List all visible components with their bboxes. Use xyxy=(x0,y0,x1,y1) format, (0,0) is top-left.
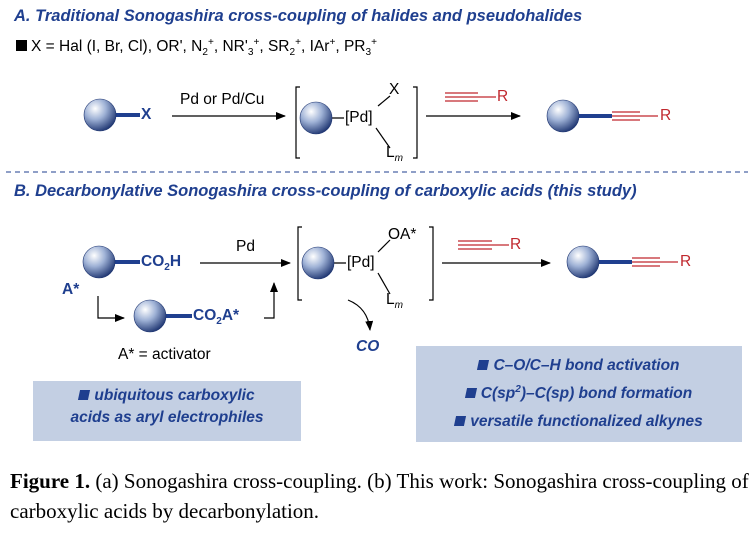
x-definition-list: X = Hal (I, Br, Cl), OR', N2+, NR'3+, SR… xyxy=(16,37,377,58)
box-right-line-2: C(sp2)–C(sp) bond formation xyxy=(416,380,742,408)
pd-arrow-label: Pd xyxy=(236,238,255,255)
r-label-a2: R xyxy=(660,107,672,124)
co-extrusion-arrow xyxy=(347,299,374,331)
activator-legend: A* = activator xyxy=(118,346,211,363)
box-right-line-1: C–O/C–H bond activation xyxy=(416,352,742,380)
activation-path xyxy=(97,296,125,322)
aryl-sphere-a2 xyxy=(299,101,333,135)
square-bullet-icon xyxy=(464,388,477,398)
arrow-a1-label: Pd or Pd/Cu xyxy=(180,91,265,108)
aryl-sphere-b4 xyxy=(566,245,600,279)
feature-box-left: ubiquitous carboxylic acids as aryl elec… xyxy=(33,381,301,441)
r-label-b1: R xyxy=(510,236,522,253)
caption-label: Figure 1. xyxy=(10,469,91,493)
square-bullet-icon xyxy=(16,40,27,51)
activator-a-star: A* xyxy=(62,281,80,298)
aryl-sphere-b3 xyxy=(301,246,335,280)
ligand-label-a: Lm xyxy=(386,144,404,165)
x-on-pd-label: X xyxy=(389,81,400,98)
bracket-right-b xyxy=(429,226,434,301)
co-byproduct-label: CO xyxy=(356,338,380,355)
aryl-sphere-b2 xyxy=(133,299,167,333)
aryl-sphere-a1 xyxy=(83,98,117,132)
r-label-a1: R xyxy=(497,88,509,105)
bracket-right-a xyxy=(413,86,418,159)
return-path xyxy=(264,282,278,319)
pd-label-b: [Pd] xyxy=(347,254,375,271)
aryl-sphere-a3 xyxy=(546,99,580,133)
caption-text: (a) Sonogashira cross-coupling. (b) This… xyxy=(10,469,749,523)
co2a-label: CO2A* xyxy=(193,307,240,328)
aryl-sphere-b1 xyxy=(82,245,116,279)
square-bullet-icon xyxy=(78,390,91,400)
figure-caption: Figure 1. (a) Sonogashira cross-coupling… xyxy=(10,466,750,526)
x-substituent-label: X xyxy=(141,106,152,123)
bracket-left-a xyxy=(295,86,300,159)
co2h-label: CO2H xyxy=(141,253,182,274)
box-right-line-3: versatile functionalized alkynes xyxy=(416,408,742,436)
bracket-left-b xyxy=(297,226,302,301)
square-bullet-icon xyxy=(454,416,467,426)
ligand-label-b: Lm xyxy=(386,291,404,312)
pd-label-a: [Pd] xyxy=(345,109,373,126)
r-label-b2: R xyxy=(680,253,692,270)
section-b-title: B. Decarbonylative Sonogashira cross-cou… xyxy=(14,182,637,200)
square-bullet-icon xyxy=(477,360,490,370)
section-a-title: A. Traditional Sonogashira cross-couplin… xyxy=(14,7,583,25)
feature-box-right: C–O/C–H bond activation C(sp2)–C(sp) bon… xyxy=(416,346,742,442)
oa-label: OA* xyxy=(388,226,417,243)
box-left-line-1: ubiquitous carboxylic xyxy=(33,387,301,405)
box-left-line-2: acids as aryl electrophiles xyxy=(70,409,264,426)
